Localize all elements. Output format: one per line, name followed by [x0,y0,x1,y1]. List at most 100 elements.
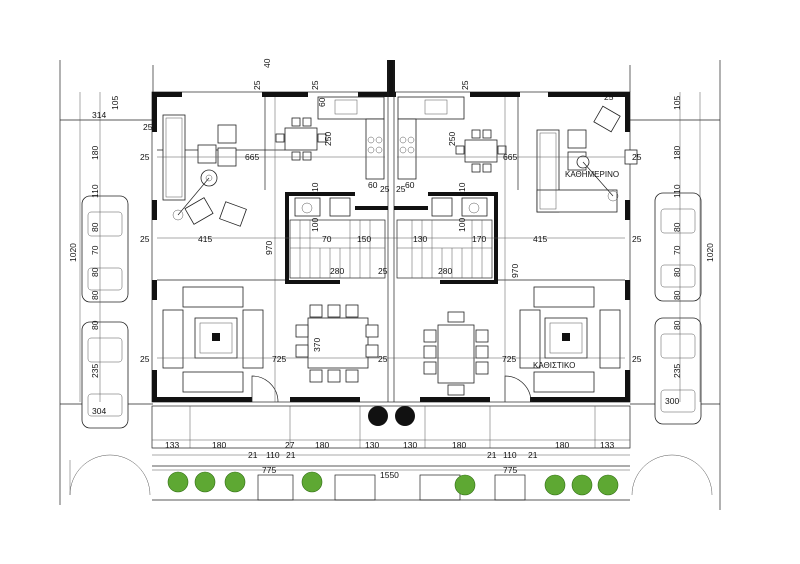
dim-label: 25 [378,354,388,364]
dim-label: 180 [555,440,569,450]
dim-label: 25 [396,184,406,194]
dining-lower-left [295,304,379,383]
dim-label: 110 [503,450,517,460]
dim-label: 133 [600,440,614,450]
shrubs [167,406,619,496]
dim-label: 80 [90,267,100,277]
dim-label: 27 [285,440,295,450]
car-left-top [81,195,129,303]
dim-label: 25 [632,354,642,364]
dim-label: 180 [90,146,100,160]
dim-label: 80 [90,290,100,300]
dim-label: 80 [672,320,682,330]
dim-label: 180 [315,440,329,450]
dim-label: 110 [90,184,100,198]
dim-label: 10 [457,182,467,192]
dim-label: 25 [310,80,320,90]
dim-label: 250 [447,132,457,146]
stairs-left [289,219,386,279]
dim-label: 80 [90,222,100,232]
dim-label: 180 [212,440,226,450]
dining-set-top-left [275,117,327,161]
dim-label: 970 [264,241,274,255]
kitchen-counter-right [397,96,465,180]
wc-left [294,197,351,217]
dim-label: 105 [110,96,120,110]
dim-label: 80 [672,290,682,300]
dim-label: 304 [92,406,106,416]
dim-label: 250 [323,132,333,146]
dim-label: 110 [266,450,280,460]
dim-label: 25 [632,234,642,244]
dimension-lines [79,92,701,471]
lounge-lower-left [162,286,264,393]
dim-label: 300 [665,396,679,406]
dim-label: 665 [245,152,259,162]
dim-label: 314 [92,110,106,120]
dim-label: 60 [317,97,327,107]
room-label-bedroom: ΚΑΘΗΜΕΡΙΝΟ [565,170,619,179]
dim-label: 70 [672,245,682,255]
dim-label: 60 [368,180,378,190]
dim-label: 180 [672,146,682,160]
dim-label: 70 [322,234,332,244]
dim-label: 100 [310,218,320,232]
dim-label: 280 [330,266,344,276]
dim-label: 1020 [705,243,715,262]
dim-label: 415 [533,234,547,244]
car-right-bottom [654,317,702,425]
dim-label: 60 [405,180,415,190]
dim-label: 130 [403,440,417,450]
dim-label: 130 [365,440,379,450]
dim-label: 110 [672,184,682,198]
dim-label: 1020 [68,243,78,262]
dim-label: 40 [262,58,272,68]
dim-label: 970 [510,264,520,278]
dim-label: 150 [357,234,371,244]
dim-label: 280 [438,266,452,276]
dim-label: 235 [90,364,100,378]
dim-label: 133 [165,440,179,450]
dim-label: 235 [672,364,682,378]
dim-label: 725 [502,354,516,364]
dim-label: 415 [198,234,212,244]
dining-lower-right [423,311,489,396]
room-label-lounge: ΚΑΘΙΣΤΙΚΟ [533,361,575,370]
dim-label: 105 [672,96,682,110]
dim-label: 25 [140,152,150,162]
dim-label: 25 [604,92,614,102]
dim-label: 25 [632,152,642,162]
dim-label: 25 [252,80,262,90]
exterior-walls [151,60,631,403]
kitchen-counter-left [317,96,385,180]
dining-set-top-right [455,129,507,173]
sofa-top-right [536,105,638,213]
lounge-lower-right [519,286,621,393]
front-yard [69,405,713,501]
sofa-top-left [162,114,247,227]
wc-right [431,197,488,217]
dim-label: 130 [413,234,427,244]
dim-label: 25 [460,80,470,90]
dim-label: 25 [140,354,150,364]
car-left-bottom [81,321,129,429]
dim-label: 665 [503,152,517,162]
dim-label: 25 [143,122,153,132]
dim-label: 21 [286,450,296,460]
dim-label: 370 [312,338,322,352]
dim-label: 25 [380,184,390,194]
dim-label: 170 [472,234,486,244]
dim-label: 21 [487,450,497,460]
stairs-right [396,219,493,279]
dim-label: 1550 [380,470,399,480]
dim-label: 100 [457,218,467,232]
site-boundary-lines [59,60,721,510]
dim-label: 80 [672,267,682,277]
dim-label: 775 [262,465,276,475]
door-swings [251,375,532,403]
dim-label: 10 [310,182,320,192]
dim-label: 80 [90,320,100,330]
dim-label: 180 [452,440,466,450]
car-right-top [654,192,702,302]
